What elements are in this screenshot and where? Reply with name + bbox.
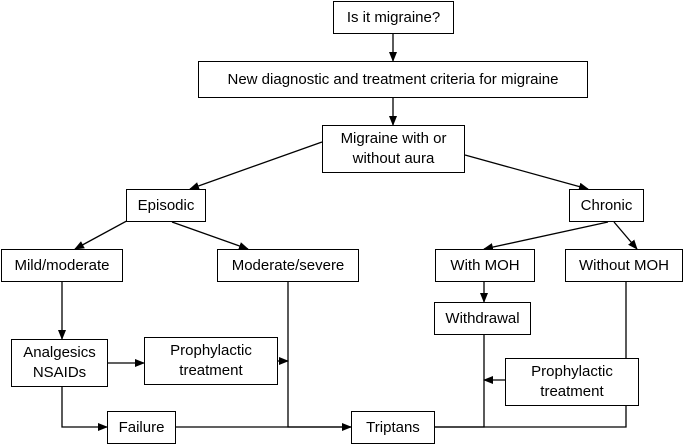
node-analgesics-nsaids: Analgesics NSAIDs	[11, 339, 108, 387]
connector-withdrawal-to-triptans	[435, 335, 485, 428]
connector-analgesics-to-failure	[61, 387, 108, 431]
connector-migraine-aura-to-chronic	[464, 154, 589, 191]
node-episodic: Episodic	[126, 189, 206, 222]
node-moderate-severe: Moderate/severe	[217, 249, 359, 282]
node-triptans: Triptans	[351, 411, 435, 444]
connector-episodic-to-moderate-severe	[171, 221, 249, 250]
node-chronic: Chronic	[569, 189, 644, 222]
node-migraine-with-or-without-aura: Migraine with or without aura	[322, 125, 465, 173]
node-failure: Failure	[107, 411, 176, 444]
connector-chronic-to-without-moh	[613, 221, 638, 250]
node-new-criteria: New diagnostic and treatment criteria fo…	[198, 61, 588, 98]
connector-migraine-aura-to-episodic	[189, 141, 323, 190]
connector-moderate-severe-to-triptans	[287, 282, 351, 428]
connector-chronic-to-with-moh	[483, 221, 609, 251]
node-mild-moderate: Mild/moderate	[1, 249, 123, 282]
node-is-migraine: Is it migraine?	[333, 1, 454, 34]
node-with-moh: With MOH	[435, 249, 535, 282]
node-prophylactic-treatment-right: Prophylactic treatment	[505, 358, 639, 406]
node-withdrawal: Withdrawal	[434, 302, 531, 335]
node-prophylactic-treatment-left: Prophylactic treatment	[144, 337, 278, 385]
node-without-moh: Without MOH	[565, 249, 683, 282]
